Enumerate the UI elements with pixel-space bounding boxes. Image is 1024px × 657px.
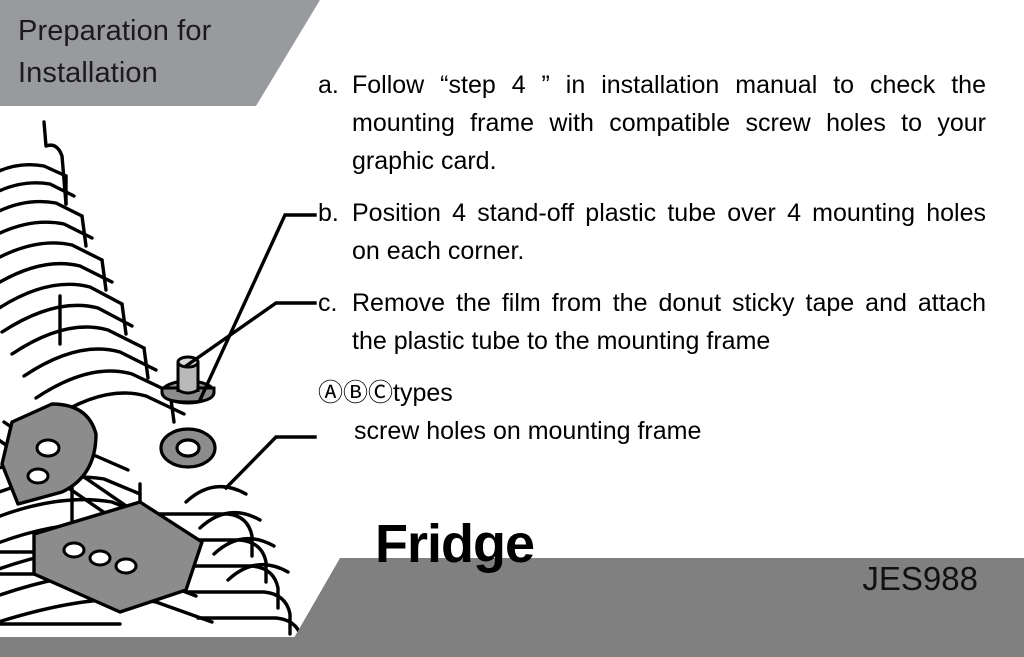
leader-lines (183, 213, 317, 491)
circled-a-icon: Ⓐ (318, 379, 344, 407)
model-number: JES988 (862, 560, 978, 597)
assembly-illustration (0, 120, 304, 657)
instruction-item-abc: ⒶⒷⒸtypes screw holes on mounting frame (318, 374, 986, 450)
leader-line-c (183, 301, 317, 369)
abc-types-label: types (393, 379, 453, 407)
mounting-bracket-lower (32, 500, 204, 614)
instruction-marker-a: a. (318, 71, 339, 99)
circled-c-icon: Ⓒ (368, 379, 394, 407)
instruction-text-a: Follow “step 4 ” in installation manual … (352, 71, 986, 175)
screw-hole-c (114, 557, 138, 575)
donut-sticky-tape (159, 427, 217, 469)
instruction-text-c: Remove the film from the donut sticky ta… (352, 289, 986, 355)
instruction-text-b: Position 4 stand-off plastic tube over 4… (352, 199, 986, 265)
brand-name: Fridge (375, 514, 535, 574)
abc-sub-text: screw holes on mounting frame (354, 417, 702, 445)
heatsink-fins-right (148, 484, 304, 657)
screw-hole-a (62, 541, 86, 559)
instruction-item-c: c. Remove the film from the donut sticky… (318, 284, 986, 360)
page-title: Preparation for Installation (18, 10, 278, 94)
instruction-list: a. Follow “step 4 ” in installation manu… (318, 66, 986, 450)
instruction-marker-b: b. (318, 199, 339, 227)
page-title-line-1: Preparation for (18, 15, 212, 47)
page-title-line-2: Installation (18, 57, 158, 90)
instruction-item-b: b. Position 4 stand-off plastic tube ove… (318, 194, 986, 270)
leader-line-b (197, 213, 317, 403)
circled-b-icon: Ⓑ (343, 379, 369, 407)
fin-wire (42, 120, 68, 206)
mounting-bracket-upper (0, 402, 98, 506)
abc-types-line: ⒶⒷⒸtypes (318, 374, 986, 412)
header-banner (0, 0, 320, 106)
instruction-marker-c: c. (318, 289, 338, 317)
footer-banner-base (0, 637, 1024, 657)
heatsink-fins-upper (0, 163, 186, 422)
screw-hole-b (88, 549, 112, 567)
instruction-item-a: a. Follow “step 4 ” in installation manu… (318, 66, 986, 180)
leader-line-abc (223, 435, 317, 491)
